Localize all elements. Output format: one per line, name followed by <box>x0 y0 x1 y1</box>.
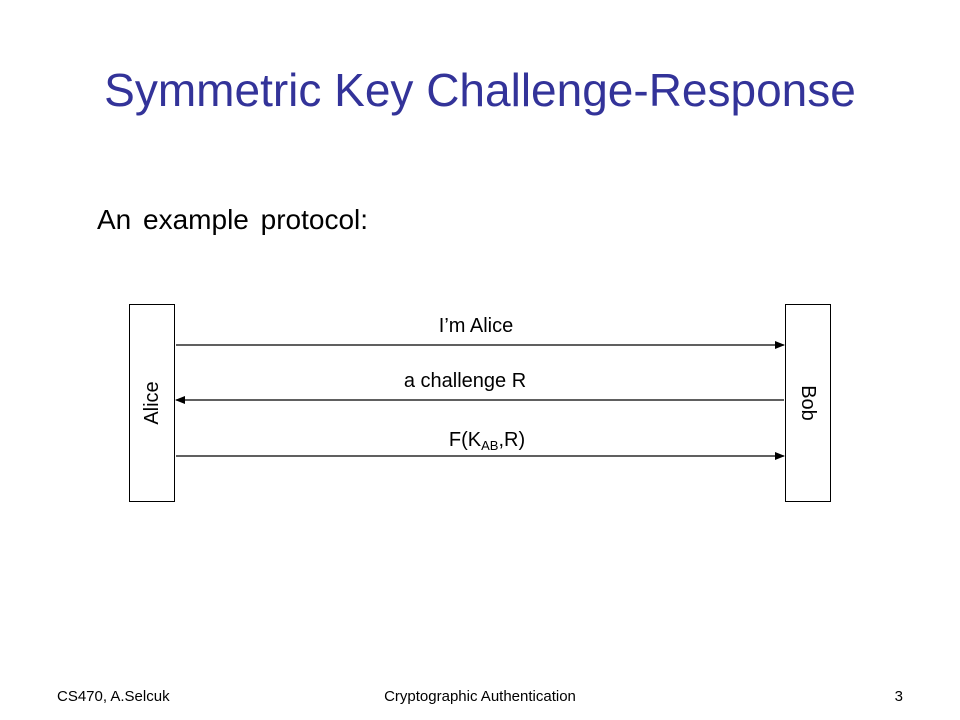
message-label-im-alice: I’m Alice <box>438 315 514 337</box>
slide-title: Symmetric Key Challenge-Response <box>104 64 856 116</box>
slide-subtitle: An example protocol: <box>97 204 369 235</box>
message-label-response: F(KAB,R) <box>449 428 525 452</box>
response-key-subscript: AB <box>481 438 499 453</box>
bob-label: Bob <box>797 385 819 421</box>
alice-label: Alice <box>141 381 163 425</box>
bob-box: Bob <box>785 304 831 502</box>
footer-course: CS470, A.Selcuk <box>57 688 170 705</box>
footer-page-number: 3 <box>894 688 903 705</box>
message-label-challenge: a challenge R <box>403 370 527 392</box>
response-prefix: F(K <box>448 429 482 451</box>
response-suffix: ,R) <box>498 429 526 451</box>
alice-box: Alice <box>129 304 175 502</box>
footer-topic: Cryptographic Authentication <box>384 688 576 705</box>
